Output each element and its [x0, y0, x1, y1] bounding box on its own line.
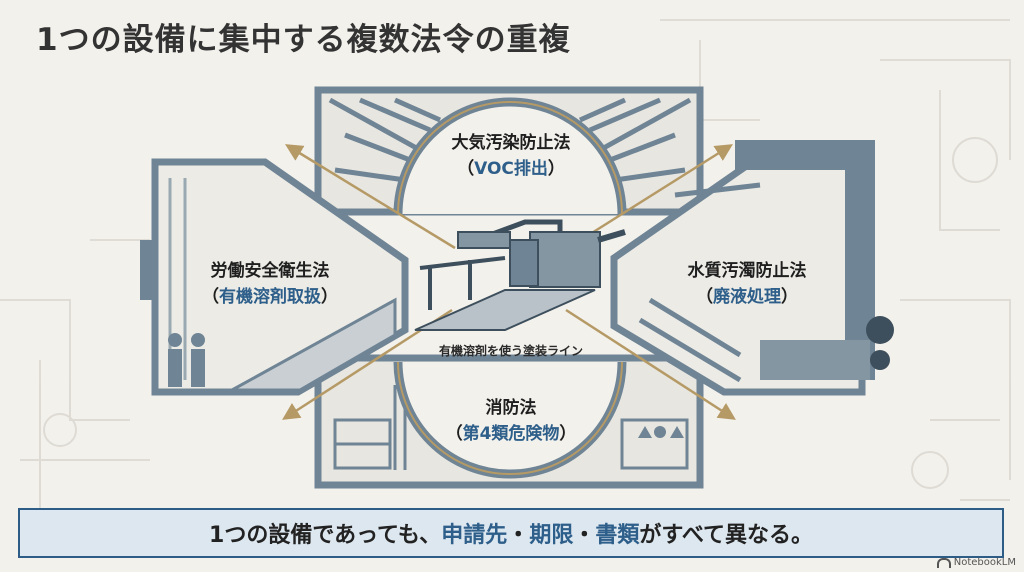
law-detail-fire: 第4類危険物 — [462, 424, 560, 444]
law-name-safety: 労働安全衛生法 — [210, 261, 330, 281]
watermark-text: NotebookLM — [953, 557, 1016, 568]
law-label-top: 大気汚染防止法 （VOC排出） — [420, 130, 602, 182]
law-label-right: 水質汚濁防止法 （廃液処理） — [662, 258, 832, 310]
banner-text-1: 1つの設備であっても、 — [209, 523, 442, 548]
top-panel-air — [314, 86, 704, 216]
law-detail-safety: 有機溶剤取扱 — [219, 287, 321, 307]
paren-close: ） — [781, 287, 798, 307]
page-title: 1つの設備に集中する複数法令の重複 — [36, 22, 571, 58]
bottom-panel-fire — [314, 354, 704, 489]
banner-highlight-documents: 書類 — [595, 523, 640, 548]
coating-line-machine — [414, 219, 626, 331]
banner-highlight-deadline: 期限 — [529, 523, 574, 548]
notebooklm-logo-icon — [936, 557, 951, 568]
law-name-water: 水質汚濁防止法 — [687, 261, 807, 281]
workers-icon — [168, 333, 205, 387]
paren-close: ） — [547, 159, 565, 179]
summary-banner: 1つの設備であっても、申請先・期限・書類がすべて異なる。 — [18, 508, 1004, 558]
left-panel-safety — [140, 158, 409, 396]
law-label-left: 労働安全衛生法 （有機溶剤取扱） — [185, 258, 355, 310]
banner-text-2: がすべて異なる。 — [639, 523, 813, 548]
banner-sep-2: ・ — [573, 523, 596, 548]
law-label-bottom: 消防法 （第4類危険物） — [420, 395, 602, 447]
law-name-fire: 消防法 — [485, 398, 537, 418]
center-caption: 有機溶剤を使う塗装ライン — [438, 344, 583, 358]
watermark: NotebookLM — [936, 557, 1016, 568]
law-detail-water: 廃液処理 — [713, 287, 781, 307]
paren-open: （ — [202, 287, 219, 307]
right-panel-water — [610, 140, 894, 396]
paren-close: ） — [559, 424, 577, 444]
banner-sep-1: ・ — [507, 523, 530, 548]
paren-close: ） — [321, 287, 338, 307]
paren-open: （ — [457, 159, 475, 179]
law-detail-air: VOC排出 — [474, 159, 548, 179]
banner-highlight-applicant: 申請先 — [441, 523, 508, 548]
law-name-air: 大気汚染防止法 — [451, 133, 571, 153]
paren-open: （ — [445, 424, 463, 444]
paren-open: （ — [696, 287, 713, 307]
